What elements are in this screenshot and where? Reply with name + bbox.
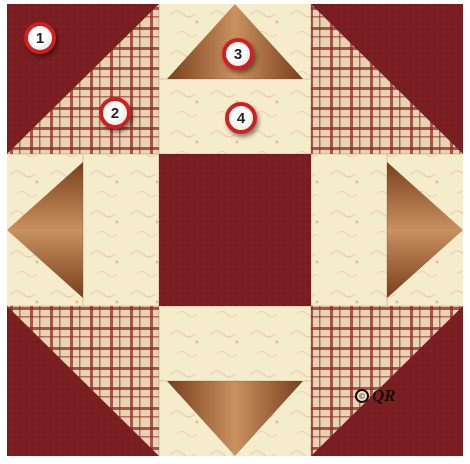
marker-4-badge: 4 [225, 102, 257, 134]
marker-1-badge: 1 [24, 22, 56, 54]
corner-top-right [311, 4, 463, 154]
marker-3-label: 3 [234, 46, 242, 63]
maker-watermark: © QR [355, 386, 396, 406]
center-square [159, 154, 311, 306]
marker-2-badge: 2 [99, 97, 131, 129]
marker-2-label: 2 [111, 105, 119, 122]
maker-initials: QR [372, 386, 396, 406]
copyright-icon: © [355, 389, 369, 403]
marker-1-label: 1 [36, 30, 44, 47]
corner-bottom-left [7, 306, 159, 456]
marker-3-badge: 3 [222, 38, 254, 70]
marker-4-label: 4 [237, 110, 245, 127]
corner-bottom-right [311, 306, 463, 456]
